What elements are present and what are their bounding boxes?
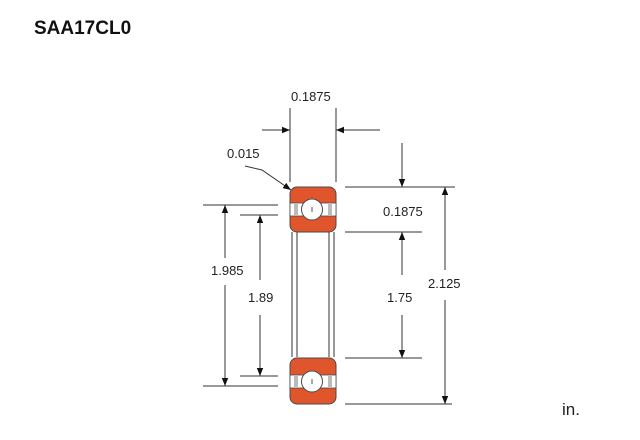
bottom-ring-section [289,357,337,405]
width-label: 0.1875 [291,89,331,104]
top-ring-section [289,186,337,233]
outer-diameter-label: 2.125 [428,276,461,291]
chamfer-leader [244,165,292,191]
radial-section-label: 0.1875 [383,204,423,219]
bore-label: 1.75 [387,290,413,305]
outer-land-label: 1.985 [211,263,244,278]
unit-label: in. [562,400,580,419]
chamfer-label: 0.015 [227,146,260,161]
inner-land-label: 1.89 [248,290,274,305]
part-number-title: SAA17CL0 [34,18,132,39]
